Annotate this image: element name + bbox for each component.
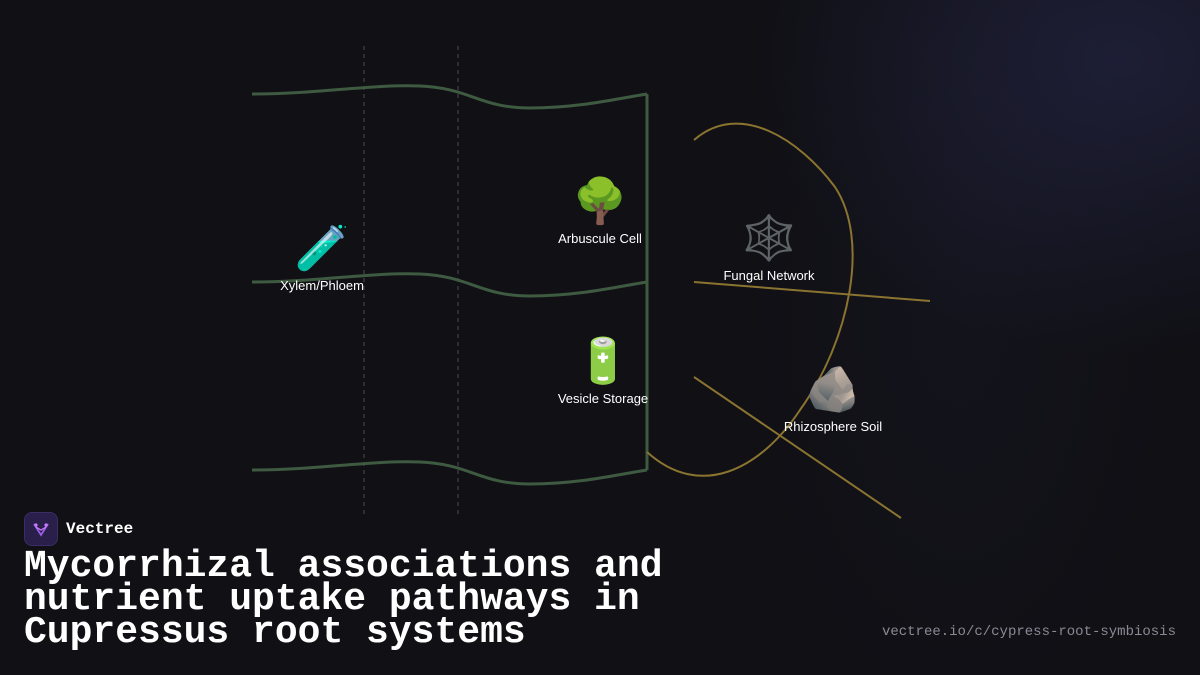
page-title: Mycorrhizal associations and nutrient up…	[24, 545, 663, 654]
rock-icon: 🪨	[805, 365, 861, 414]
brand[interactable]: Vectree	[24, 512, 133, 546]
root-strand-bottom	[251, 460, 648, 486]
vectree-logo-icon	[24, 512, 58, 546]
battery-icon: 🔋	[575, 337, 631, 386]
node-xylem-phloem[interactable]: 🧪 Xylem/Phloem	[280, 224, 364, 293]
node-rhizosphere-soil[interactable]: 🪨 Rhizosphere Soil	[784, 365, 882, 434]
node-label: Vesicle Storage	[557, 391, 649, 406]
fungal-hypha-lower	[693, 376, 902, 519]
node-fungal-network[interactable]: 🕸️ Fungal Network	[723, 214, 814, 283]
source-url[interactable]: vectree.io/c/cypress-root-symbiosis	[881, 624, 1176, 640]
spider-web-icon: 🕸️	[741, 214, 797, 263]
root-strand-middle	[251, 272, 648, 298]
node-label: Arbuscule Cell	[558, 231, 642, 246]
fungal-hypha-upper	[693, 281, 931, 302]
root-strand-top	[251, 84, 648, 110]
tree-icon: 🌳	[572, 177, 628, 226]
node-vesicle-storage[interactable]: 🔋 Vesicle Storage	[558, 337, 648, 406]
node-label: Xylem/Phloem	[280, 278, 364, 293]
brand-name: Vectree	[66, 520, 134, 538]
test-tube-icon: 🧪	[294, 224, 350, 273]
node-label: Rhizosphere Soil	[783, 419, 883, 434]
node-label: Fungal Network	[723, 268, 815, 283]
node-arbuscule-cell[interactable]: 🌳 Arbuscule Cell	[558, 177, 642, 246]
fungal-hypha-outer	[646, 122, 854, 477]
